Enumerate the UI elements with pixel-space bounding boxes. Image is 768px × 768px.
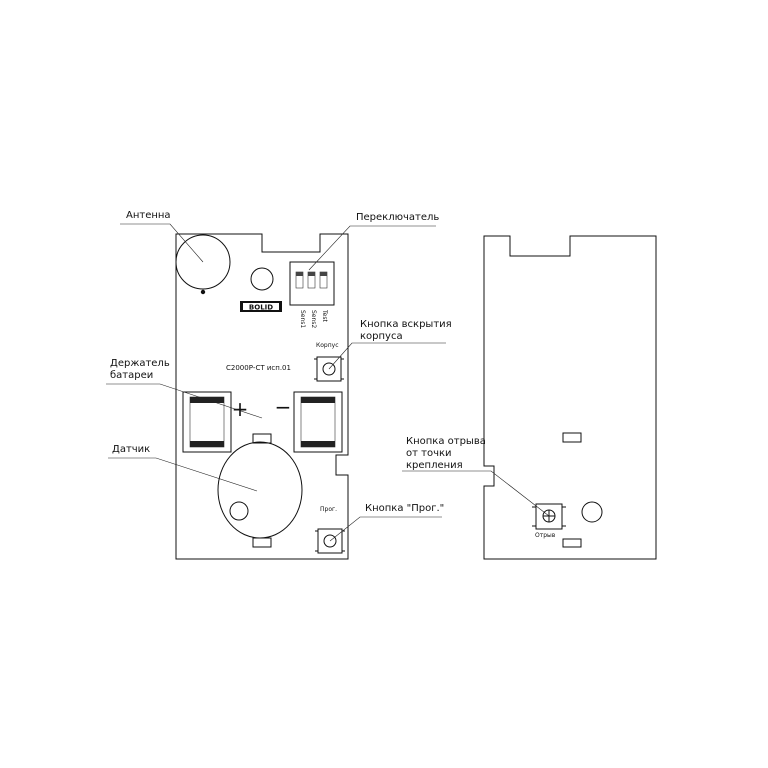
callout-sensor: Датчик — [108, 444, 258, 492]
svg-text:от точки: от точки — [406, 448, 452, 459]
front-board: Sens1 Sens2 Test BOLID С2000Р-СТ исп.01 … — [175, 233, 349, 560]
tamper-button[interactable] — [314, 356, 344, 382]
svg-text:батареи: батареи — [110, 370, 153, 381]
callout-switch: Переключатель — [308, 212, 439, 271]
model-label: С2000Р-СТ исп.01 — [226, 364, 291, 372]
callout-battery-holder: Держатель батареи — [106, 358, 263, 419]
back-mount-hole — [581, 501, 603, 523]
dip-label-sens2: Sens2 — [310, 310, 317, 328]
back-pad-top — [562, 432, 582, 443]
svg-text:корпуса: корпуса — [360, 331, 403, 342]
battery-clip-left — [182, 391, 232, 453]
callout-tamper: Кнопка вскрытия корпуса — [328, 319, 452, 370]
sensor-battery-holder — [217, 433, 303, 548]
svg-text:крепления: крепления — [406, 460, 463, 471]
case-label: Корпус — [316, 342, 339, 349]
back-board-outline — [483, 235, 657, 560]
svg-text:Переключатель: Переключатель — [356, 212, 439, 223]
breakoff-label: Отрыв — [535, 532, 556, 539]
minus-sign: − — [275, 395, 292, 419]
mount-hole — [250, 267, 274, 291]
back-pad-bottom — [562, 538, 582, 548]
callout-antenna: Антенна — [120, 210, 204, 263]
prog-label: Прог. — [320, 506, 337, 513]
bolid-logo: BOLID — [240, 301, 282, 312]
callout-breakoff: Кнопка отрыва от точки крепления — [402, 436, 550, 517]
front-board-outline — [175, 233, 349, 560]
dip-label-test: Test — [321, 309, 328, 322]
svg-text:Кнопка "Прог.": Кнопка "Прог." — [365, 503, 444, 514]
breakoff-button[interactable] — [532, 503, 566, 530]
callout-prog: Кнопка "Прог." — [329, 503, 444, 542]
battery-clip-right — [293, 391, 343, 453]
dip-switch — [289, 261, 335, 306]
prog-button[interactable] — [315, 528, 345, 554]
svg-text:Держатель: Держатель — [110, 358, 170, 369]
svg-text:Антенна: Антенна — [126, 210, 171, 221]
antenna-coil — [175, 234, 231, 290]
back-board: Отрыв — [483, 235, 657, 560]
svg-text:Датчик: Датчик — [112, 444, 150, 455]
svg-text:BOLID: BOLID — [249, 304, 273, 312]
plus-sign: + — [232, 397, 249, 421]
svg-text:Кнопка вскрытия: Кнопка вскрытия — [360, 319, 452, 330]
svg-text:Кнопка отрыва: Кнопка отрыва — [406, 436, 486, 447]
antenna-contact — [200, 289, 206, 295]
dip-label-sens1: Sens1 — [299, 310, 306, 328]
